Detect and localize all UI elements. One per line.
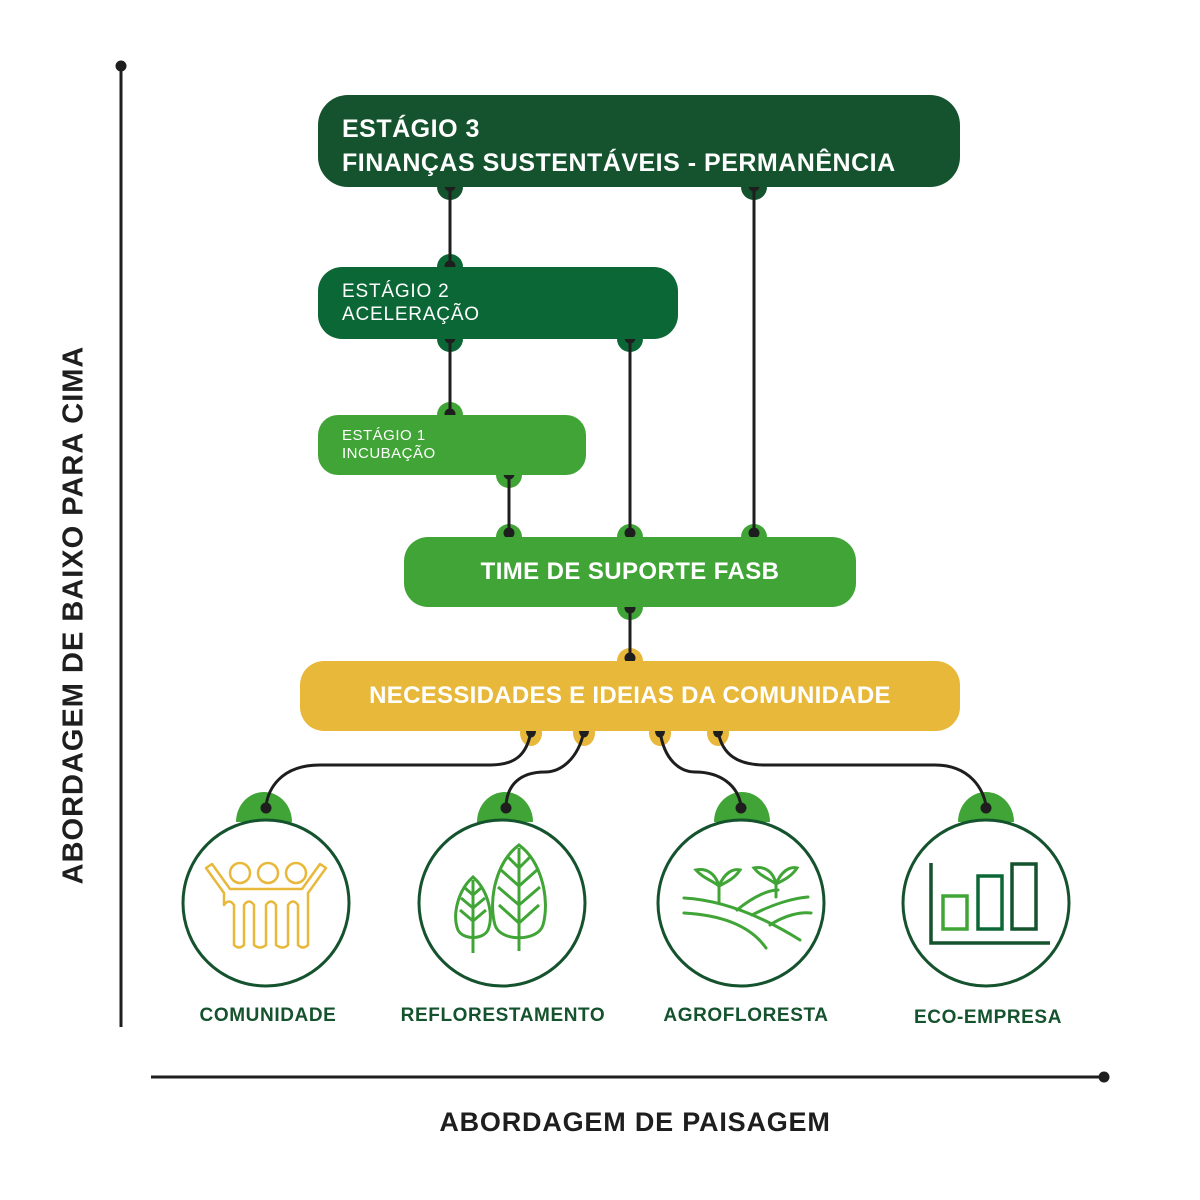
connector-lines [264,187,988,807]
pillar-circle-agrofloresta [656,818,826,988]
stage-3-subtitle: FINANÇAS SUSTENTÁVEIS - PERMANÊNCIA [342,149,896,177]
y-axis [115,60,127,1027]
stage-3-box: ESTÁGIO 3 FINANÇAS SUSTENTÁVEIS - PERMAN… [318,95,960,187]
pillar-circle-eco-empresa [901,818,1071,988]
x-axis-title: ABORDAGEM DE PAISAGEM [439,1107,831,1137]
y-axis-title: ABORDAGEM DE BAIXO PARA CIMA [57,345,90,885]
pillar-label-comunidade: COMUNIDADE [199,1005,337,1026]
people-group-icon [204,861,328,949]
pillar-label-reflorestamento: REFLORESTAMENTO [400,1005,606,1026]
pillar-label-agrofloresta: AGROFLORESTA [663,1005,829,1026]
x-axis-end-dot [1098,1071,1110,1083]
sprouting-field-icon [682,866,813,950]
community-needs-box: NECESSIDADES E IDEIAS DA COMUNIDADE [300,661,960,731]
y-axis-end-dot [115,60,127,72]
pillar-circle-comunidade [181,818,351,988]
bar-chart-icon [929,862,1050,945]
stage-2-title: ESTÁGIO 2 [342,281,450,302]
stage-1-box: ESTÁGIO 1 INCUBAÇÃO [318,415,586,475]
x-axis [151,1071,1110,1083]
stage-2-box: ESTÁGIO 2 ACELERAÇÃO [318,267,678,339]
pillar-circle-reflorestamento [417,818,587,988]
leaves-icon [454,843,547,953]
stage-1-title: ESTÁGIO 1 [342,427,426,444]
stage-2-subtitle: ACELERAÇÃO [342,304,480,325]
support-team-box: TIME DE SUPORTE FASB [404,537,856,607]
pillar-label-eco-empresa: ECO-EMPRESA [913,1007,1063,1028]
stage-1-subtitle: INCUBAÇÃO [342,445,436,462]
stage-3-title: ESTÁGIO 3 [342,115,480,143]
